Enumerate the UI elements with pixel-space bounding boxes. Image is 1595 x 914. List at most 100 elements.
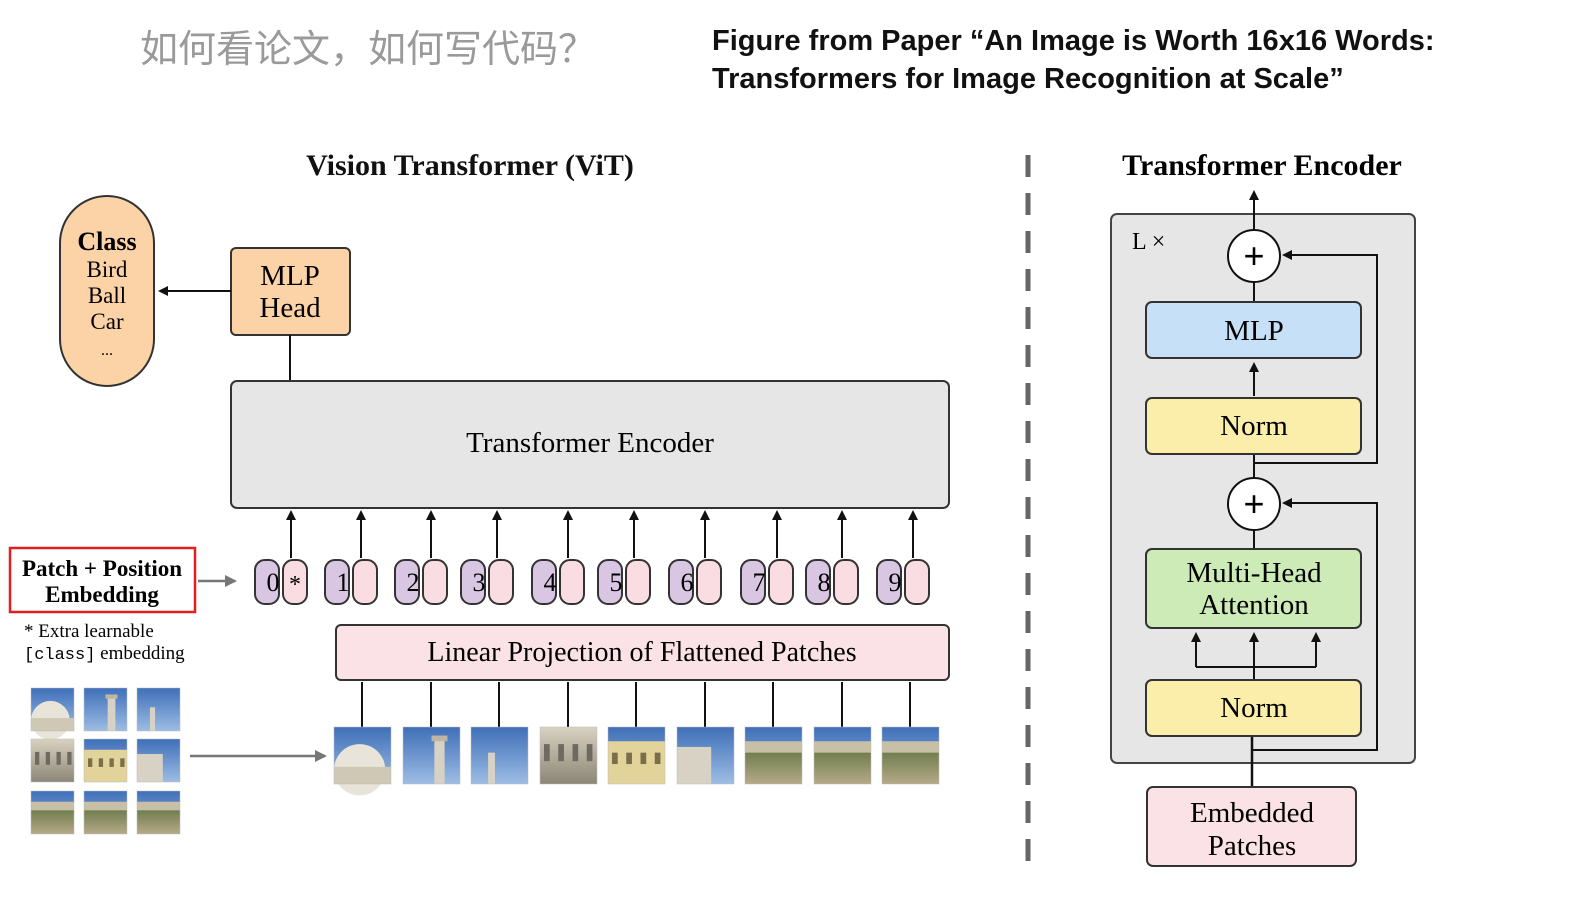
patch-strip	[333, 726, 940, 796]
position-embedding-token	[531, 559, 557, 605]
citation-line-2: Transformers for Image Recognition at Sc…	[712, 63, 1344, 95]
position-index-label: 2	[407, 568, 420, 597]
patch-position-line1: Patch + Position	[22, 556, 182, 581]
position-embedding-token	[740, 559, 766, 605]
patch-embedding-token	[488, 559, 514, 605]
building-photo-icon	[83, 687, 128, 732]
position-index-label: 3	[473, 568, 486, 597]
token-pair-9: 9	[876, 559, 930, 605]
class-output-box: Class Bird Ball Car ...	[59, 195, 155, 387]
patch-embedding-token	[625, 559, 651, 605]
note-line2: [class] embedding	[24, 643, 185, 665]
token-pair-1: 1	[324, 559, 378, 605]
building-photo-icon	[30, 790, 75, 835]
class-token	[282, 559, 308, 605]
building-photo-icon	[813, 726, 872, 785]
position-index-label: 8	[818, 568, 831, 597]
token-pair-7: 7	[740, 559, 794, 605]
multi-head-attention-box: Multi-Head Attention	[1145, 548, 1362, 629]
class-item-ellipsis: ...	[101, 342, 113, 359]
citation-line-1: Figure from Paper “An Image is Worth 16x…	[712, 25, 1434, 57]
token-pair-0: 0*	[254, 559, 308, 605]
position-index-label: 7	[753, 568, 766, 597]
plus-circle-icon: +	[1227, 229, 1281, 283]
patch-embedding-token	[833, 559, 859, 605]
source-image-patch-grid	[30, 687, 181, 835]
encoder-norm-top-box: Norm	[1145, 397, 1362, 455]
residual-connection-bottom	[1252, 498, 1378, 751]
patch-embedding-token	[422, 559, 448, 605]
position-embedding-token	[254, 559, 280, 605]
position-embedding-token	[324, 559, 350, 605]
mlp-head-line2: Head	[259, 292, 321, 324]
patch-embedding-token	[352, 559, 378, 605]
plus-bottom-label: +	[1243, 483, 1264, 524]
patch-embedding-token	[696, 559, 722, 605]
position-embedding-token	[668, 559, 694, 605]
vit-title: Vision Transformer (ViT)	[306, 149, 634, 182]
building-photo-icon	[136, 790, 181, 835]
building-photo-icon	[676, 726, 735, 785]
mlp-head-line1: MLP	[260, 260, 320, 292]
position-index-label: 0	[267, 568, 280, 597]
building-photo-icon	[607, 726, 666, 785]
building-photo-icon	[83, 790, 128, 835]
encoder-norm-bottom-box: Norm	[1145, 679, 1362, 737]
building-photo-icon	[402, 726, 461, 785]
position-index-label: 4	[544, 568, 557, 597]
building-photo-icon	[136, 687, 181, 732]
position-index-label: 9	[889, 568, 902, 597]
class-item-ball: Ball	[88, 283, 126, 308]
encoder-norm-top-label: Norm	[1220, 410, 1288, 442]
mlp-head-box: MLP Head	[230, 247, 351, 336]
building-photo-icon	[470, 726, 529, 785]
residual-connection-top	[1254, 250, 1378, 464]
position-embedding-token	[394, 559, 420, 605]
building-photo-icon	[881, 726, 940, 785]
patch-position-line2: Embedding	[45, 582, 159, 607]
position-embedding-token	[460, 559, 486, 605]
position-index-label: 5	[610, 568, 623, 597]
class-token-marker: *	[289, 572, 301, 598]
token-pair-8: 8	[805, 559, 859, 605]
note-code: [class]	[24, 646, 95, 665]
building-photo-icon	[83, 738, 128, 783]
repeat-label: L ×	[1132, 229, 1165, 255]
patch-embedding-token	[768, 559, 794, 605]
embedded-line1: Embedded	[1190, 797, 1315, 829]
class-item-car: Car	[90, 309, 124, 334]
plus-top-label: +	[1243, 235, 1264, 276]
class-heading: Class	[77, 227, 136, 256]
token-pair-5: 5	[597, 559, 651, 605]
note-line2-rest: embedding	[95, 643, 185, 664]
chinese-title: 如何看论文，如何写代码？	[140, 29, 596, 71]
token-arrows	[286, 510, 918, 558]
encoder-mlp-label: MLP	[1224, 315, 1284, 347]
position-embedding-token	[805, 559, 831, 605]
building-photo-icon	[744, 726, 803, 785]
patch-embedding-token	[559, 559, 585, 605]
mha-line1: Multi-Head	[1186, 557, 1322, 589]
position-index-label: 1	[337, 568, 350, 597]
token-pair-4: 4	[531, 559, 585, 605]
building-photo-icon	[30, 738, 75, 783]
mha-line2: Attention	[1199, 589, 1309, 621]
embedded-line2: Patches	[1208, 830, 1297, 862]
token-pair-2: 2	[394, 559, 448, 605]
note-line1: * Extra learnable	[24, 621, 154, 642]
transformer-encoder-label: Transformer Encoder	[466, 427, 714, 459]
embedded-patches-box: Embedded Patches	[1146, 786, 1357, 867]
building-photo-icon	[136, 738, 181, 783]
encoder-mlp-box: MLP	[1145, 301, 1362, 359]
patch-lines	[361, 682, 911, 727]
building-photo-icon	[30, 687, 75, 740]
transformer-encoder-box: Transformer Encoder	[230, 380, 950, 509]
position-index-label: 6	[681, 568, 694, 597]
encoder-norm-bottom-label: Norm	[1220, 692, 1288, 724]
linear-projection-box: Linear Projection of Flattened Patches	[335, 624, 950, 681]
token-pair-3: 3	[460, 559, 514, 605]
plus-circle-icon: +	[1227, 477, 1281, 531]
position-embedding-token	[876, 559, 902, 605]
token-pair-6: 6	[668, 559, 722, 605]
